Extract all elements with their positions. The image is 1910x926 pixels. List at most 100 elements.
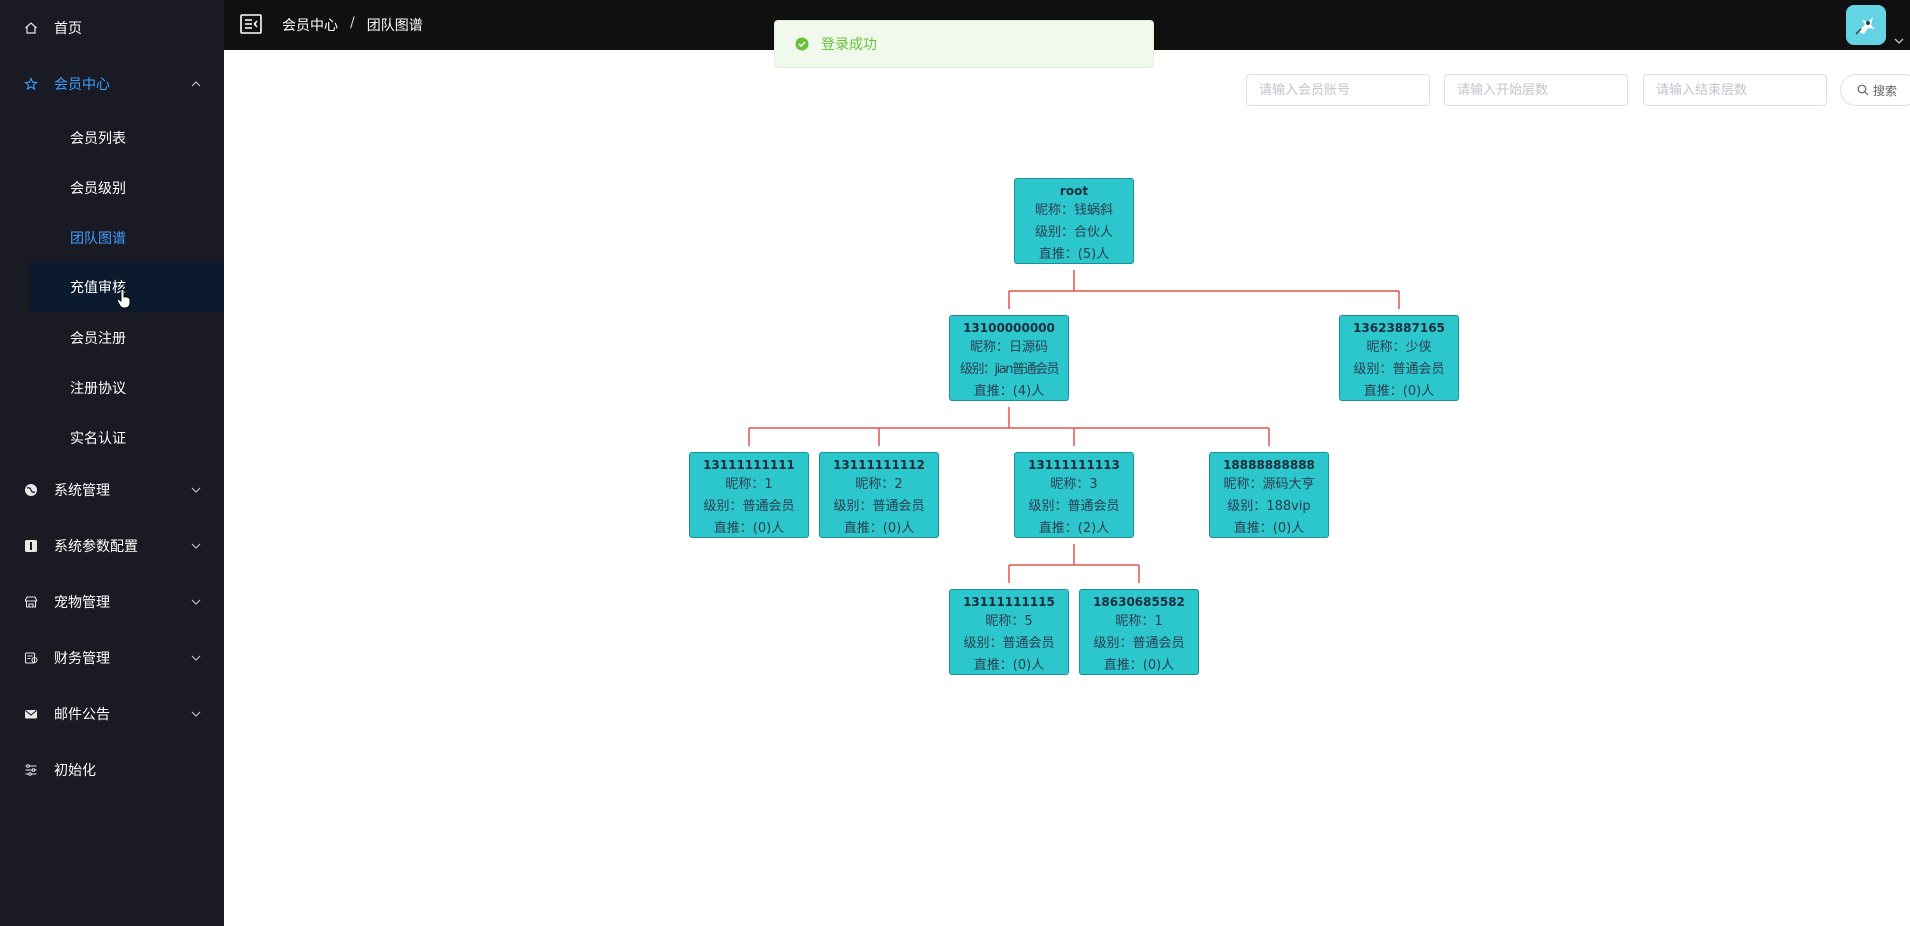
- node-nickname: 少侠: [1405, 340, 1432, 355]
- sidebar-item-label: 会员中心: [54, 77, 110, 93]
- sidebar-item-mail-notice[interactable]: 邮件公告: [0, 694, 224, 734]
- tree-node-13623887165[interactable]: 13623887165 昵称：少侠 级别：普通会员 直推：(0)人: [1339, 315, 1459, 401]
- node-nickname-label: 昵称：: [855, 477, 895, 492]
- node-level-label: 级别：: [1353, 362, 1393, 377]
- breadcrumb: 会员中心 / 团队图谱: [282, 15, 423, 35]
- node-nickname: 2: [894, 477, 903, 492]
- node-direct-label: 直推：: [973, 384, 1013, 399]
- node-level-label: 级别：: [833, 499, 873, 514]
- node-account: 13623887165: [1353, 321, 1445, 335]
- tree-node-root[interactable]: root 昵称：钱蜗斜 级别：合伙人 直推：(5)人: [1014, 178, 1134, 264]
- node-direct: (0)人: [1012, 658, 1045, 673]
- hand-cursor-icon: [116, 288, 131, 309]
- node-nickname-label: 昵称：: [1115, 614, 1155, 629]
- chevron-down-icon: [190, 652, 202, 664]
- sidebar-subitem-member-register[interactable]: 会员注册: [70, 331, 126, 347]
- sidebar-item-label: 邮件公告: [54, 707, 110, 723]
- sidebar-subitem-member-level[interactable]: 会员级别: [70, 181, 126, 197]
- node-level: 普通会员: [872, 499, 925, 514]
- node-nickname-label: 昵称：: [1034, 203, 1074, 218]
- sidebar-item-home[interactable]: 首页: [0, 8, 224, 48]
- node-direct-label: 直推：: [713, 521, 753, 536]
- node-account: root: [1059, 184, 1089, 198]
- sidebar-item-initialize[interactable]: 初始化: [0, 750, 224, 790]
- node-direct: (0)人: [1272, 521, 1305, 536]
- tree-node-18630685582[interactable]: 18630685582 昵称：1 级别：普通会员 直推：(0)人: [1079, 589, 1199, 675]
- node-nickname-label: 昵称：: [1223, 477, 1263, 492]
- sidebar-subitem-realname-auth[interactable]: 实名认证: [70, 431, 126, 447]
- sidebar-item-system-params[interactable]: 系统参数配置: [0, 526, 224, 566]
- caret-down-icon[interactable]: [1894, 30, 1904, 44]
- account-search-input[interactable]: [1246, 74, 1430, 106]
- node-direct-label: 直推：: [1038, 247, 1078, 262]
- node-account: 13111111112: [833, 458, 925, 472]
- sidebar-item-label: 首页: [54, 21, 82, 37]
- sidebar-item-finance-management[interactable]: 财务管理: [0, 638, 224, 678]
- globe-icon: [24, 483, 38, 497]
- node-level-label: 级别：: [960, 362, 996, 377]
- sidebar-subitem-member-list[interactable]: 会员列表: [70, 131, 126, 147]
- node-level-label: 级别：: [1227, 499, 1267, 514]
- sidebar-item-pet-management[interactable]: 宠物管理: [0, 582, 224, 622]
- node-level: 188vip: [1266, 499, 1311, 514]
- toast-message: 登录成功: [821, 37, 877, 53]
- sidebar-subitem-team-graph[interactable]: 团队图谱: [70, 231, 126, 247]
- node-direct: (5)人: [1077, 247, 1110, 262]
- menu-fold-icon[interactable]: [240, 14, 262, 34]
- node-direct: (2)人: [1077, 521, 1110, 536]
- sliders-icon: [24, 763, 38, 777]
- avatar[interactable]: [1846, 5, 1886, 45]
- home-icon: [24, 21, 38, 35]
- search-icon: [1857, 84, 1869, 96]
- node-account: 18630685582: [1093, 595, 1185, 609]
- node-direct-label: 直推：: [1363, 384, 1403, 399]
- node-level-label: 级别：: [963, 636, 1003, 651]
- tree-node-13111111112[interactable]: 13111111112 昵称：2 级别：普通会员 直推：(0)人: [819, 452, 939, 538]
- sidebar-item-label: 财务管理: [54, 651, 110, 667]
- node-direct: (0)人: [1402, 384, 1435, 399]
- success-toast: 登录成功: [774, 20, 1154, 68]
- node-nickname-label: 昵称：: [969, 340, 1009, 355]
- tree-node-13111111115[interactable]: 13111111115 昵称：5 级别：普通会员 直推：(0)人: [949, 589, 1069, 675]
- node-level: 普通会员: [1132, 636, 1185, 651]
- node-direct: (0)人: [752, 521, 785, 536]
- tree-node-13100000000[interactable]: 13100000000 昵称：日源码 级别：jian普通会员 直推：(4)人: [949, 315, 1069, 401]
- node-account: 13111111111: [703, 458, 795, 472]
- sidebar-item-system-management[interactable]: 系统管理: [0, 470, 224, 510]
- chevron-down-icon: [190, 708, 202, 720]
- tree-node-18888888888[interactable]: 18888888888 昵称：源码大亨 级别：188vip 直推：(0)人: [1209, 452, 1329, 538]
- node-direct-label: 直推：: [1103, 658, 1143, 673]
- breadcrumb-item-member-center[interactable]: 会员中心: [282, 18, 338, 34]
- node-level-label: 级别：: [1034, 225, 1074, 240]
- sidebar-item-label: 宠物管理: [54, 595, 110, 611]
- node-level: 合伙人: [1074, 225, 1114, 240]
- node-nickname: 日源码: [1009, 340, 1049, 355]
- node-direct: (0)人: [1142, 658, 1175, 673]
- end-level-input[interactable]: [1643, 74, 1827, 106]
- node-level-label: 级别：: [703, 499, 743, 514]
- star-icon: [24, 77, 38, 91]
- node-nickname: 钱蜗斜: [1074, 203, 1114, 218]
- finance-icon: [24, 651, 38, 665]
- sidebar-subitem-register-agreement[interactable]: 注册协议: [70, 381, 126, 397]
- node-level: 普通会员: [1002, 636, 1055, 651]
- node-account: 13100000000: [963, 321, 1055, 335]
- node-level: 普通会员: [1067, 499, 1120, 514]
- start-level-input[interactable]: [1444, 74, 1628, 106]
- tree-node-13111111113[interactable]: 13111111113 昵称：3 级别：普通会员 直推：(2)人: [1014, 452, 1134, 538]
- search-button[interactable]: 搜索: [1840, 74, 1910, 106]
- sidebar-item-member-center[interactable]: 会员中心: [0, 64, 224, 104]
- node-nickname: 1: [764, 477, 773, 492]
- node-level: jian普通会员: [994, 362, 1060, 377]
- tree-node-13111111111[interactable]: 13111111111 昵称：1 级别：普通会员 直推：(0)人: [689, 452, 809, 538]
- search-button-label: 搜索: [1873, 83, 1898, 98]
- chevron-down-icon: [190, 540, 202, 552]
- info-icon: [24, 539, 38, 553]
- connector-root-children: [1008, 270, 1400, 309]
- node-level-label: 级别：: [1028, 499, 1068, 514]
- breadcrumb-separator: /: [350, 15, 355, 31]
- node-direct-label: 直推：: [1038, 521, 1078, 536]
- node-nickname: 1: [1154, 614, 1163, 629]
- connector-13111111113-children: [1008, 544, 1140, 583]
- node-nickname: 5: [1024, 614, 1033, 629]
